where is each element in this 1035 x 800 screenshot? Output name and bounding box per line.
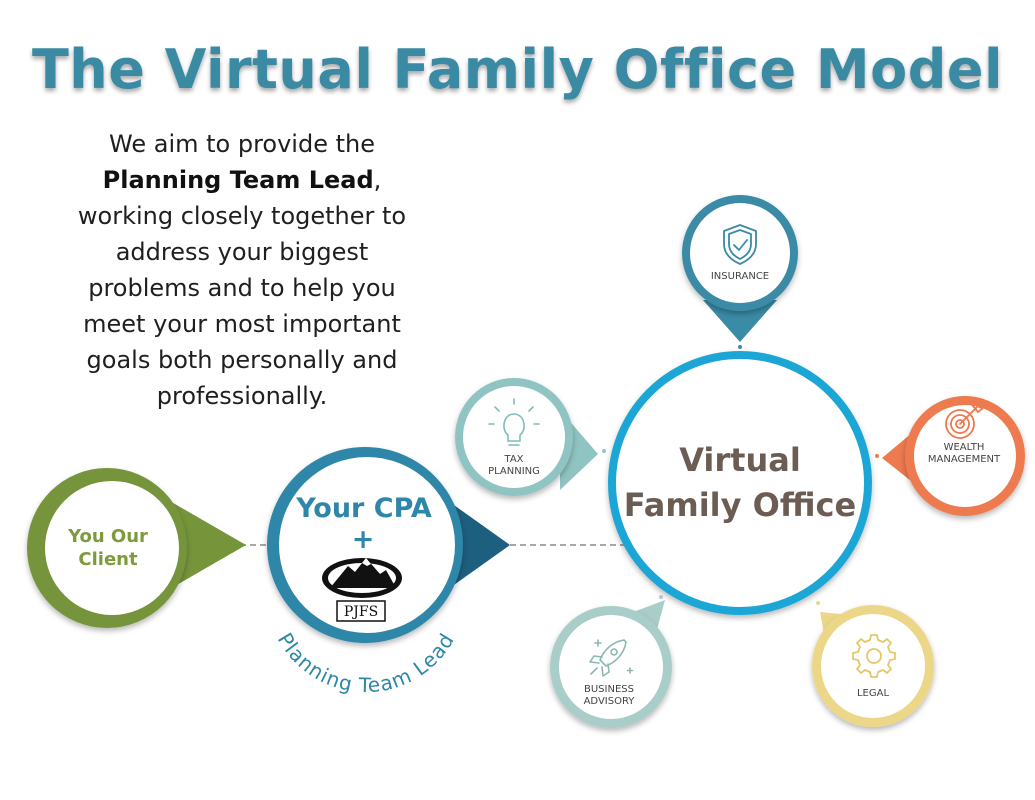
business-label-line2: ADVISORY <box>584 696 636 707</box>
tax-inner <box>463 386 565 488</box>
tax-label-line1: TAX <box>503 454 523 465</box>
pjfs-logo: PJFS <box>322 558 402 622</box>
tax-label-line2: PLANNING <box>488 466 540 477</box>
client-node: You Our Client <box>27 468 246 628</box>
connector-dot <box>738 345 742 349</box>
target-icon <box>945 400 985 439</box>
intro-text-comma: , <box>373 166 382 194</box>
vfo-center-node: Virtual Family Office <box>608 351 872 615</box>
connector-dot <box>875 454 879 458</box>
intro-text-rest: working closely together to address your… <box>77 202 407 410</box>
service-legal: LEGAL <box>812 605 934 727</box>
mountain-icon <box>330 558 396 588</box>
client-label-line1: You Our <box>67 526 148 547</box>
service-wealth-management: WEALTH MANAGEMENT <box>882 396 1025 516</box>
insurance-label: INSURANCE <box>711 271 769 282</box>
pjfs-logo-text: PJFS <box>344 604 378 620</box>
cpa-node: Your CPA + PJFS Planning Team Lead <box>267 447 510 697</box>
connector-dot <box>816 601 820 605</box>
vfo-center-ring <box>608 351 872 615</box>
cpa-inner <box>279 457 455 633</box>
intro-text: We aim to provide the Planning Team Lead… <box>66 126 418 414</box>
rocket-icon <box>589 639 634 677</box>
vfo-center-line1: Virtual <box>679 441 801 479</box>
shield-icon <box>723 224 757 265</box>
page-title: The Virtual Family Office Model <box>31 38 1004 101</box>
intro-text-bold: Planning Team Lead <box>102 166 374 194</box>
intro-text-start: We aim to provide the <box>109 130 375 158</box>
gear-icon <box>852 634 896 678</box>
pjfs-logo-box <box>336 600 386 622</box>
service-insurance: INSURANCE <box>682 195 798 342</box>
service-business-advisory: BUSINESS ADVISORY <box>550 600 672 728</box>
service-tax-planning: TAX PLANNING <box>455 378 598 496</box>
wealth-label-line1: WEALTH <box>944 442 985 453</box>
lightbulb-icon <box>488 398 540 446</box>
vfo-center-line2: Family Office <box>624 486 856 524</box>
mountain-snow <box>362 558 371 566</box>
business-inner <box>559 615 663 719</box>
client-inner <box>45 481 179 615</box>
cpa-label: Your CPA <box>295 493 432 524</box>
cpa-plus: + <box>352 524 375 555</box>
client-label-line2: Client <box>78 549 138 570</box>
legal-label: LEGAL <box>857 688 889 699</box>
wealth-label-line2: MANAGEMENT <box>928 454 1001 465</box>
connector-dot <box>659 595 663 599</box>
wealth-inner <box>914 405 1016 507</box>
connector-dot <box>602 449 606 453</box>
legal-inner <box>821 614 925 718</box>
business-label-line1: BUSINESS <box>584 684 634 695</box>
client-pointer <box>168 500 246 590</box>
insurance-pointer <box>703 300 777 342</box>
insurance-inner <box>690 203 790 303</box>
